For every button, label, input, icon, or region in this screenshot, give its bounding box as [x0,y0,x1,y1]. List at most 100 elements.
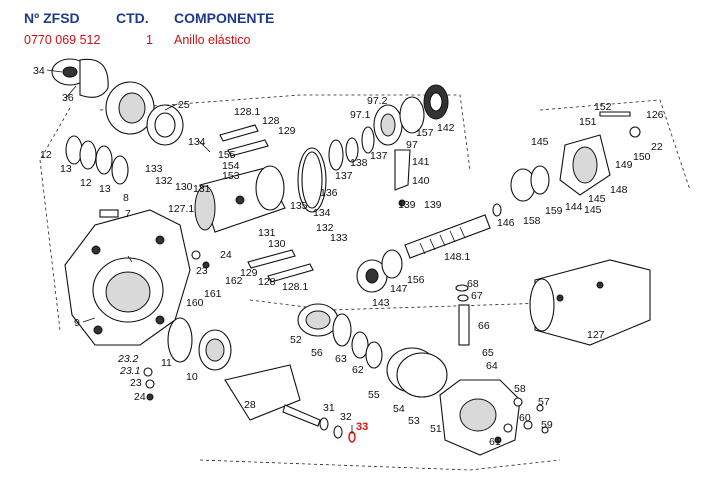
callout-132b[interactable]: 132 [316,222,334,234]
callout-150[interactable]: 150 [633,151,651,163]
callout-140[interactable]: 140 [412,175,430,187]
callout-67[interactable]: 67 [471,290,483,302]
housing-51 [439,379,521,456]
callout-131a[interactable]: 131 [193,183,211,195]
callout-130b[interactable]: 130 [268,238,286,250]
callout-34[interactable]: 34 [33,65,45,77]
callout-158[interactable]: 158 [523,215,541,227]
callout-23b[interactable]: 23 [130,377,142,389]
callout-128[interactable]: 128 [262,115,280,127]
callout-7[interactable]: 7 [125,208,131,220]
callout-145b[interactable]: 145 [588,193,606,205]
callout-8[interactable]: 8 [123,192,129,204]
callout-53[interactable]: 53 [408,415,420,427]
callout-147[interactable]: 147 [390,283,408,295]
callout-157[interactable]: 157 [416,127,434,139]
callout-156[interactable]: 156 [407,274,425,286]
callout-159[interactable]: 159 [545,205,563,217]
callout-28[interactable]: 28 [244,399,256,411]
callout-32[interactable]: 32 [340,411,352,423]
callout-148[interactable]: 148 [610,184,628,196]
callout-126[interactable]: 126 [646,109,664,121]
callout-128-1[interactable]: 128.1 [234,106,260,118]
callout-128b[interactable]: 128 [258,276,276,288]
callout-144[interactable]: 144 [565,201,583,213]
callout-141[interactable]: 141 [412,156,430,168]
callout-161[interactable]: 161 [204,288,222,300]
callout-31[interactable]: 31 [323,402,335,414]
callout-64[interactable]: 64 [486,360,498,372]
callout-128-1b[interactable]: 128.1 [282,281,308,293]
callout-136[interactable]: 136 [320,187,338,199]
callout-155[interactable]: 155 [218,149,236,161]
callout-56[interactable]: 56 [311,347,323,359]
callout-57[interactable]: 57 [538,396,550,408]
callout-61[interactable]: 61 [489,436,501,448]
callout-139b[interactable]: 139 [424,199,442,211]
callout-160[interactable]: 160 [186,297,204,309]
callout-133a[interactable]: 133 [145,163,163,175]
callout-97-2[interactable]: 97.2 [367,95,388,107]
callout-137b[interactable]: 137 [370,150,388,162]
callout-146[interactable]: 146 [497,217,515,229]
callout-24a[interactable]: 24 [220,249,232,261]
piston-66-67-68 [455,284,470,346]
callout-148-1[interactable]: 148.1 [444,251,470,263]
callout-154[interactable]: 154 [222,160,240,172]
leader-lines [46,69,353,434]
callout-151[interactable]: 151 [579,116,597,128]
callout-127[interactable]: 127 [587,329,605,341]
callout-12a[interactable]: 12 [40,149,52,161]
callout-23-2[interactable]: 23.2 [117,353,139,365]
callout-10[interactable]: 10 [186,371,198,383]
callout-129[interactable]: 129 [278,125,296,137]
callout-58[interactable]: 58 [514,383,526,395]
callout-22[interactable]: 22 [651,141,663,153]
callout-97[interactable]: 97 [406,139,418,151]
callout-131b[interactable]: 131 [258,227,276,239]
callout-130a[interactable]: 130 [175,181,193,193]
callout-139a[interactable]: 139 [398,199,416,211]
callout-66[interactable]: 66 [478,320,490,332]
callout-129b[interactable]: 129 [240,267,258,279]
callout-145c[interactable]: 145 [531,136,549,148]
callout-63[interactable]: 63 [335,353,347,365]
callout-127-1[interactable]: 127.1 [168,203,194,215]
callout-143[interactable]: 143 [372,297,390,309]
callout-55[interactable]: 55 [368,389,380,401]
callout-36[interactable]: 36 [62,92,74,104]
callout-97-1[interactable]: 97.1 [350,109,371,121]
callout-145a[interactable]: 145 [584,204,602,216]
callout-134b[interactable]: 134 [313,207,331,219]
plugs-23-24 [143,250,210,401]
callout-51[interactable]: 51 [430,423,442,435]
callout-11[interactable]: 11 [161,357,172,369]
callout-23-1[interactable]: 23.1 [119,365,140,377]
callout-23a[interactable]: 23 [196,265,208,277]
callout-25[interactable]: 25 [178,99,190,111]
callout-65[interactable]: 65 [482,347,494,359]
callout-54[interactable]: 54 [393,403,405,415]
callout-13b[interactable]: 13 [99,183,111,195]
callout-9[interactable]: 9 [74,317,80,329]
callout-13a[interactable]: 13 [60,163,72,175]
callout-33[interactable]: 33 [356,421,368,433]
callout-60[interactable]: 60 [519,412,531,424]
callout-62[interactable]: 62 [352,364,364,376]
callout-132a[interactable]: 132 [155,175,173,187]
callout-12b[interactable]: 12 [80,177,92,189]
callout-68[interactable]: 68 [467,278,479,290]
callout-133b[interactable]: 133 [330,232,348,244]
callout-137a[interactable]: 137 [335,170,353,182]
callout-24b[interactable]: 24 [134,391,146,403]
callout-59[interactable]: 59 [541,419,553,431]
callout-135[interactable]: 135 [290,200,308,212]
callout-134[interactable]: 134 [188,136,206,148]
callout-153[interactable]: 153 [222,170,240,182]
callout-142[interactable]: 142 [437,122,455,134]
callout-138[interactable]: 138 [350,157,368,169]
callout-152[interactable]: 152 [594,101,612,113]
callout-162[interactable]: 162 [225,275,243,287]
callout-52[interactable]: 52 [290,334,302,346]
callout-149[interactable]: 149 [615,159,633,171]
